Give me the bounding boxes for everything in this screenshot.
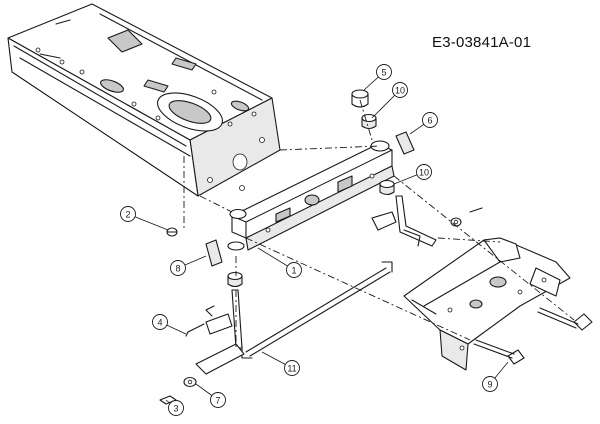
washer-part-7 <box>183 376 197 388</box>
bolt-part-2 <box>166 227 178 237</box>
callout-label: 10 <box>395 86 405 96</box>
pin-part-4 <box>185 323 205 337</box>
front-axle-beam <box>227 140 395 251</box>
callout-label: 2 <box>125 210 130 220</box>
cap-part-5 <box>351 89 369 108</box>
callout-label: 10 <box>419 168 429 178</box>
bushing-part-left <box>227 271 243 288</box>
callout-circle <box>168 400 184 416</box>
callout-circle <box>284 360 300 376</box>
callout-circle <box>416 164 432 180</box>
bushing-part-10-right <box>379 179 395 196</box>
callout-circle <box>376 64 392 80</box>
right-spindle <box>371 195 483 247</box>
callout-circle <box>210 392 226 408</box>
steering-bracket <box>403 237 571 371</box>
alignment-lines <box>183 99 575 348</box>
sleeve-part-8 <box>205 239 223 267</box>
chassis-frame <box>7 3 281 197</box>
callout-label: 3 <box>173 404 178 414</box>
callout-label: 1 <box>291 266 296 276</box>
left-spindle <box>195 289 245 375</box>
callout-label: 9 <box>487 380 492 390</box>
bolt-part-9-lower <box>473 339 525 365</box>
callout-label: 7 <box>215 396 220 406</box>
drawing-code: E3-03841A-01 <box>432 34 532 51</box>
callout-label: 5 <box>381 68 386 78</box>
callout-circle <box>392 82 408 98</box>
tie-rod-part-11 <box>241 261 393 359</box>
sleeve-part-6 <box>395 131 415 155</box>
callout-label: 11 <box>287 364 296 374</box>
callout-circle <box>170 260 186 276</box>
callout-label: 8 <box>175 264 180 274</box>
clip-part-3 <box>159 395 177 405</box>
callout-circle <box>286 262 302 278</box>
callout-circle <box>482 376 498 392</box>
callout-circle <box>152 314 168 330</box>
callouts: 1 2 3 4 5 6 7 8 9 10 10 11 <box>120 64 509 416</box>
callout-label: 6 <box>427 116 432 126</box>
bolt-part-9-upper <box>537 307 593 331</box>
callout-circle <box>422 112 438 128</box>
callout-label: 4 <box>157 318 162 328</box>
callout-circle <box>120 206 136 222</box>
